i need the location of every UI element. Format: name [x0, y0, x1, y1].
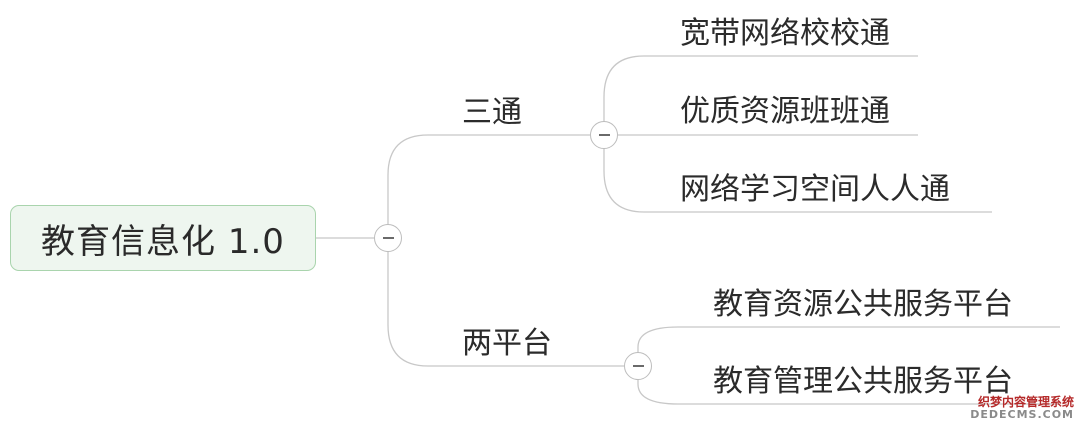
minus-icon — [632, 365, 644, 367]
leaf-node[interactable]: 教育管理公共服务平台 — [713, 367, 1013, 397]
connector-leaf-5 — [637, 366, 1060, 405]
leaf-node[interactable]: 宽带网络校校通 — [680, 19, 890, 49]
leaf-label: 教育资源公共服务平台 — [713, 287, 1013, 322]
branch-label: 两平台 — [462, 326, 552, 361]
leaf-label: 宽带网络校校通 — [680, 16, 890, 51]
branch-label: 三通 — [462, 95, 522, 130]
connector-branch-santong — [387, 134, 590, 238]
watermark-line2: DEDECMS.COM — [970, 407, 1074, 421]
connector-leaf-3 — [603, 135, 992, 213]
leaf-node[interactable]: 网络学习空间人人通 — [680, 175, 950, 205]
minus-icon — [598, 134, 610, 136]
connector-branch-liangpingtai — [387, 238, 624, 367]
connector-leaf-1 — [603, 55, 918, 135]
minus-icon — [382, 237, 394, 239]
branch-node-santong[interactable]: 三通 — [462, 98, 522, 128]
branch-node-liangpingtai[interactable]: 两平台 — [462, 329, 552, 359]
root-node[interactable]: 教育信息化 1.0 — [10, 205, 316, 271]
watermark-line1: 织梦内容管理系统 — [977, 394, 1074, 409]
connector-leaf-4 — [637, 326, 1060, 366]
watermark: 织梦内容管理系统 DEDECMS.COM — [970, 394, 1074, 421]
branch-liangpingtai-collapse-button[interactable] — [624, 352, 652, 380]
leaf-node[interactable]: 教育资源公共服务平台 — [713, 290, 1013, 320]
root-collapse-button[interactable] — [374, 224, 402, 252]
root-node-label: 教育信息化 1.0 — [41, 221, 285, 262]
leaf-node[interactable]: 优质资源班班通 — [680, 97, 890, 127]
leaf-label: 优质资源班班通 — [680, 94, 890, 129]
leaf-label: 教育管理公共服务平台 — [713, 364, 1013, 399]
leaf-label: 网络学习空间人人通 — [680, 172, 950, 207]
branch-santong-collapse-button[interactable] — [590, 121, 618, 149]
